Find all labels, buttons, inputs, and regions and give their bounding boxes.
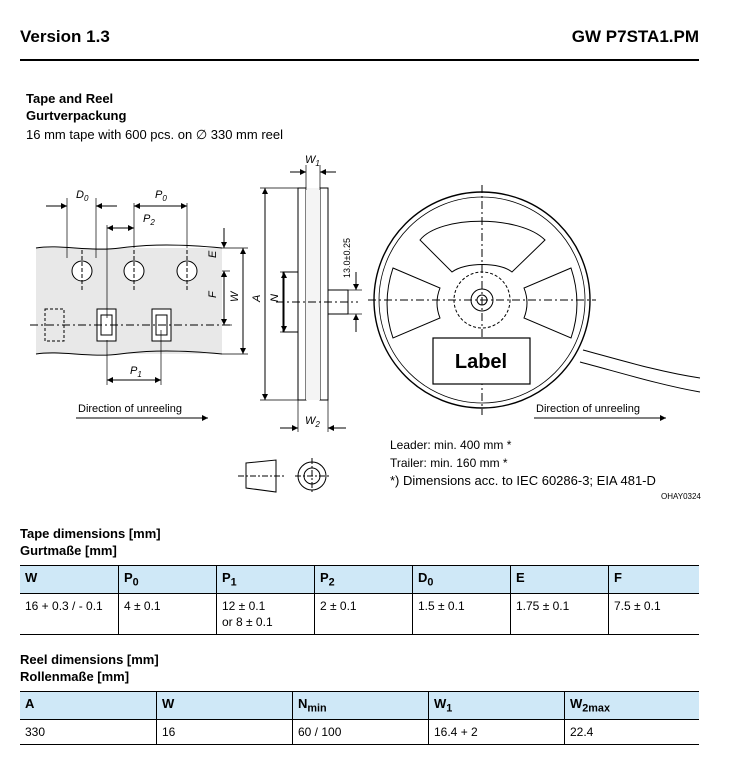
table-cell: 16 + 0.3 / - 0.1 xyxy=(20,593,119,635)
tape-table-title-de: Gurtmaße [mm] xyxy=(20,543,117,558)
label-a: A xyxy=(251,295,263,303)
table-cell: 2 ± 0.1 xyxy=(314,593,413,635)
reel-table-title: Reel dimensions [mm] xyxy=(20,652,159,667)
direction-left: Direction of unreeling xyxy=(78,403,182,415)
version-label: Version 1.3 xyxy=(20,27,110,46)
label-n: N xyxy=(269,294,281,302)
dimensions-note: *) Dimensions acc. to IEC 60286-3; EIA 4… xyxy=(390,473,656,488)
label-w: W xyxy=(229,290,241,302)
reel-label-text: Label xyxy=(455,351,507,373)
table-header-row: A W Nmin W1 W2max xyxy=(20,691,699,720)
col-header: P1 xyxy=(216,565,315,594)
table-cell: 22.4 xyxy=(564,719,699,745)
table-cell: 7.5 ± 0.1 xyxy=(608,593,699,635)
table-cell: 330 xyxy=(20,719,157,745)
col-header: F xyxy=(608,565,699,594)
label-p1: P1 xyxy=(130,365,142,379)
col-header: W xyxy=(20,565,119,594)
col-header: W2max xyxy=(564,691,699,720)
label-p0: P0 xyxy=(155,189,167,203)
table-row: 16 + 0.3 / - 0.1 4 ± 0.1 12 ± 0.1 or 8 ±… xyxy=(20,593,699,635)
col-header: W1 xyxy=(428,691,565,720)
table-cell: 16 xyxy=(156,719,293,745)
header-divider xyxy=(20,59,699,61)
table-cell: 60 / 100 xyxy=(292,719,429,745)
reel-dimensions-table: A W Nmin W1 W2max 330 16 60 / 100 16.4 +… xyxy=(20,691,699,745)
table-header-row: W P0 P1 P2 D0 E F xyxy=(20,565,699,594)
col-header: E xyxy=(510,565,609,594)
table-cell: 16.4 + 2 xyxy=(428,719,565,745)
part-number: GW P7STA1.PM xyxy=(571,27,699,46)
label-p2: P2 xyxy=(143,213,155,227)
col-header: W xyxy=(156,691,293,720)
trailer-note: Trailer: min. 160 mm * xyxy=(390,456,508,470)
col-header: P0 xyxy=(118,565,217,594)
reel-table-title-de: Rollenmaße [mm] xyxy=(20,669,130,684)
label-d0: D0 xyxy=(76,189,89,203)
tape-table-title: Tape dimensions [mm] xyxy=(20,526,161,541)
col-header: Nmin xyxy=(292,691,429,720)
col-header: A xyxy=(20,691,157,720)
label-w2: W2 xyxy=(305,415,320,429)
label-w1: W1 xyxy=(305,154,320,168)
table-cell: 12 ± 0.1 or 8 ± 0.1 xyxy=(216,593,315,635)
table-row: 330 16 60 / 100 16.4 + 2 22.4 xyxy=(20,719,699,745)
tape-dimensions-table: W P0 P1 P2 D0 E F 16 + 0.3 / - 0.1 4 ± 0… xyxy=(20,565,699,635)
direction-right: Direction of unreeling xyxy=(536,403,640,415)
tape-reel-description: 16 mm tape with 600 pcs. on ∅ 330 mm ree… xyxy=(26,127,283,142)
reel-front-view xyxy=(368,185,701,421)
col-header: D0 xyxy=(412,565,511,594)
drawing-code: OHAY0324 xyxy=(661,492,701,501)
tape-reel-title: Tape and Reel xyxy=(26,91,114,106)
label-e: E xyxy=(207,250,219,258)
tape-reel-title-de: Gurtverpackung xyxy=(26,108,127,123)
component-symbols xyxy=(238,458,330,494)
label-f: F xyxy=(207,290,219,298)
reel-side-view xyxy=(260,165,362,432)
table-cell: 1.5 ± 0.1 xyxy=(412,593,511,635)
tape-top-view xyxy=(30,198,248,421)
col-header: P2 xyxy=(314,565,413,594)
leader-note: Leader: min. 400 mm * xyxy=(390,438,512,452)
table-cell: 4 ± 0.1 xyxy=(118,593,217,635)
label-13: 13.0±0.25 xyxy=(342,238,352,278)
table-cell: 1.75 ± 0.1 xyxy=(510,593,609,635)
